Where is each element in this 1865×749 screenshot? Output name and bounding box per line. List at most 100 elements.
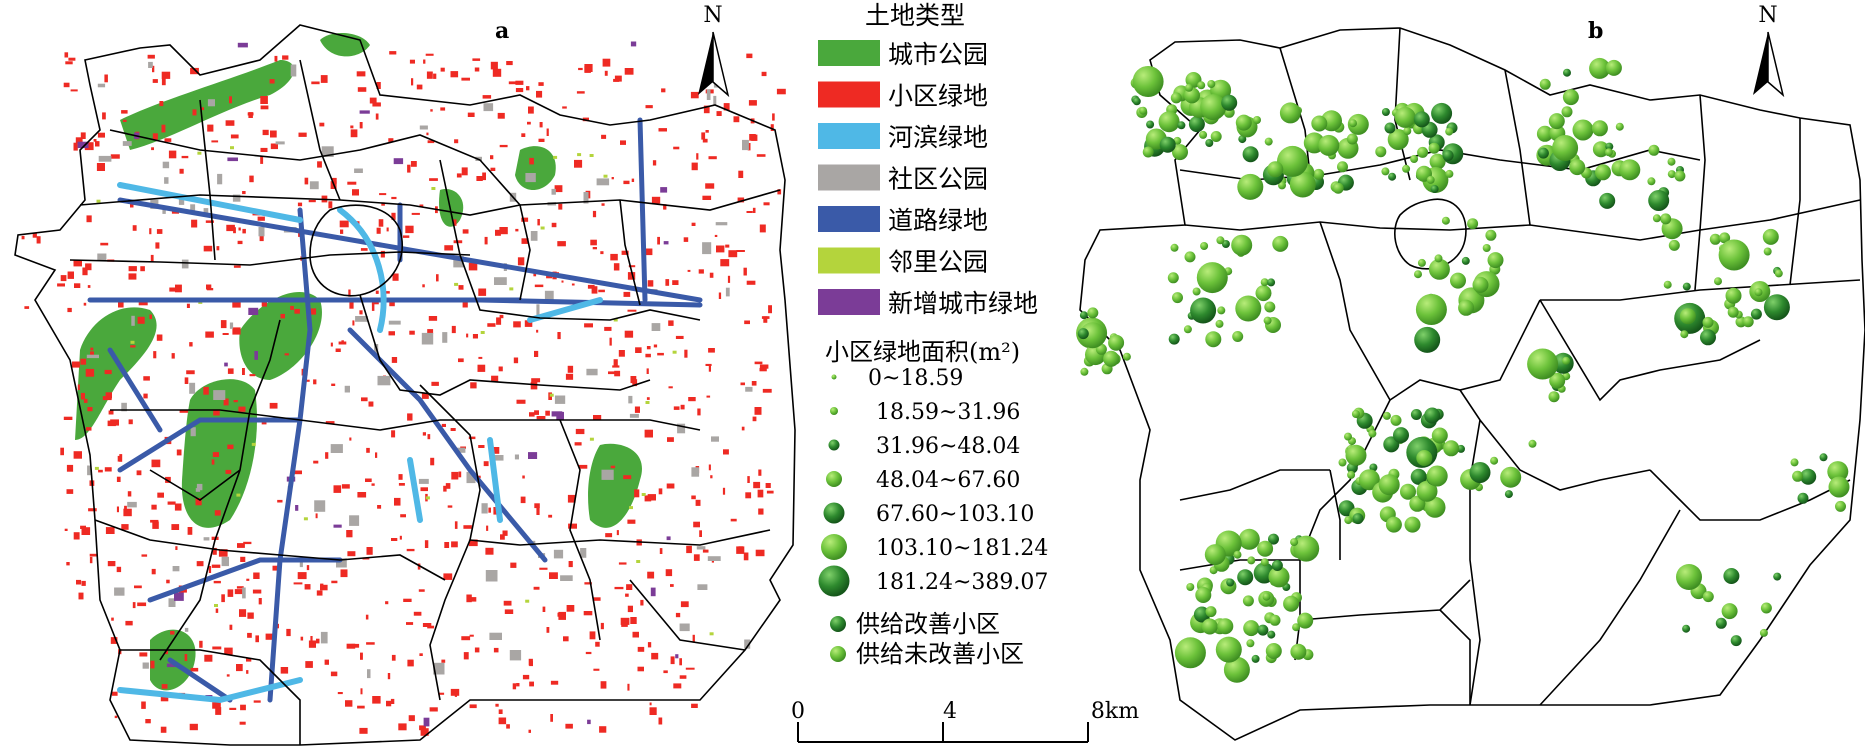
residential-green-patch bbox=[371, 483, 375, 486]
legend-area-symbol-2 bbox=[828, 439, 840, 451]
residential-area-symbol bbox=[1215, 636, 1242, 663]
residential-area-symbol bbox=[1760, 602, 1772, 614]
residential-green-patch bbox=[365, 614, 369, 620]
residential-green-patch bbox=[498, 709, 503, 714]
residential-green-patch bbox=[530, 381, 538, 390]
community-park-patch bbox=[377, 375, 391, 386]
neighborhood-park-patch bbox=[303, 517, 308, 521]
residential-green-patch bbox=[716, 111, 722, 116]
residential-green-patch bbox=[667, 437, 674, 442]
residential-area-symbol bbox=[1774, 269, 1783, 278]
neighborhood-park-patch bbox=[431, 187, 436, 190]
residential-area-symbol bbox=[1727, 306, 1739, 318]
residential-green-patch bbox=[212, 547, 217, 555]
new-green-patch bbox=[650, 587, 656, 597]
residential-area-symbol bbox=[1205, 331, 1222, 348]
residential-green-patch bbox=[468, 262, 478, 271]
residential-area-symbol bbox=[1122, 352, 1131, 361]
community-park-patch bbox=[536, 304, 540, 316]
residential-green-patch bbox=[592, 210, 597, 218]
residential-green-patch bbox=[313, 379, 317, 385]
residential-green-patch bbox=[635, 347, 642, 353]
residential-area-symbol bbox=[1592, 141, 1609, 158]
residential-green-patch bbox=[233, 265, 241, 268]
residential-green-patch bbox=[233, 227, 236, 234]
residential-area-symbol bbox=[1368, 429, 1377, 438]
residential-green-patch bbox=[533, 586, 540, 590]
residential-green-patch bbox=[145, 719, 151, 724]
residential-green-patch bbox=[335, 348, 341, 352]
residential-area-symbol bbox=[1267, 278, 1276, 287]
residential-green-patch bbox=[203, 245, 213, 252]
residential-green-patch bbox=[478, 445, 485, 448]
community-park-patch bbox=[190, 427, 196, 437]
residential-area-symbol bbox=[1682, 282, 1691, 291]
residential-area-symbol bbox=[1400, 483, 1416, 500]
residential-green-patch bbox=[116, 476, 121, 482]
residential-area-symbol bbox=[1223, 656, 1250, 683]
residential-area-symbol bbox=[1201, 618, 1218, 635]
residential-area-symbol bbox=[1242, 146, 1259, 163]
community-park-patch bbox=[509, 650, 522, 661]
residential-area-symbol bbox=[1283, 595, 1300, 612]
residential-green-patch bbox=[626, 584, 633, 590]
residential-green-patch bbox=[280, 667, 289, 674]
residential-green-patch bbox=[451, 471, 459, 480]
residential-green-patch bbox=[215, 707, 222, 715]
community-park-patch bbox=[184, 627, 189, 632]
residential-green-patch bbox=[691, 162, 698, 171]
residential-area-symbol bbox=[1381, 167, 1390, 176]
residential-green-patch bbox=[348, 289, 351, 297]
residential-area-symbol bbox=[1563, 68, 1571, 77]
residential-green-patch bbox=[223, 398, 229, 406]
community-park-patch bbox=[164, 177, 169, 184]
community-park-patch bbox=[148, 61, 153, 68]
residential-green-patch bbox=[474, 67, 480, 72]
residential-green-patch bbox=[665, 279, 670, 286]
residential-green-patch bbox=[601, 134, 607, 139]
residential-green-patch bbox=[143, 376, 150, 381]
residential-green-patch bbox=[461, 636, 471, 641]
residential-green-patch bbox=[649, 707, 657, 715]
residential-area-symbol bbox=[1271, 560, 1283, 571]
residential-green-patch bbox=[391, 196, 397, 200]
residential-green-patch bbox=[366, 642, 375, 645]
residential-green-patch bbox=[695, 499, 701, 506]
new-green-patch bbox=[663, 241, 669, 245]
residential-area-symbol bbox=[1185, 83, 1193, 92]
residential-area-symbol bbox=[1536, 125, 1553, 142]
residential-area-symbol bbox=[1589, 57, 1611, 79]
legend-swatch-0 bbox=[818, 40, 880, 66]
residential-green-patch bbox=[284, 353, 289, 356]
residential-green-patch bbox=[242, 191, 246, 195]
residential-green-patch bbox=[495, 703, 499, 707]
residential-green-patch bbox=[204, 654, 213, 662]
residential-area-symbol bbox=[1443, 440, 1460, 457]
residential-green-patch bbox=[227, 368, 234, 374]
residential-green-patch bbox=[387, 673, 391, 680]
residential-green-patch bbox=[546, 128, 549, 136]
community-park-patch bbox=[98, 155, 112, 162]
residential-area-symbol bbox=[1730, 635, 1742, 647]
community-park-patch bbox=[596, 178, 610, 186]
riverside-green-line bbox=[337, 207, 387, 333]
neighborhood-park-patch bbox=[636, 560, 641, 563]
residential-green-patch bbox=[539, 567, 548, 570]
panel-a-map: a N bbox=[14, 3, 796, 746]
residential-area-symbol bbox=[1500, 466, 1522, 488]
new-green-patch bbox=[295, 505, 299, 511]
residential-green-patch bbox=[590, 239, 597, 246]
residential-area-symbol bbox=[1345, 444, 1367, 466]
residential-green-patch bbox=[743, 552, 749, 561]
residential-green-patch bbox=[618, 350, 625, 357]
residential-green-patch bbox=[310, 308, 317, 315]
residential-area-symbol bbox=[1485, 229, 1497, 241]
residential-green-patch bbox=[646, 346, 651, 350]
residential-green-patch bbox=[576, 91, 585, 94]
residential-area-symbol bbox=[1247, 556, 1256, 565]
residential-green-patch bbox=[561, 280, 564, 283]
community-park-patch bbox=[190, 204, 196, 214]
neighborhood-park-patch bbox=[603, 174, 608, 178]
residential-green-patch bbox=[372, 696, 381, 704]
